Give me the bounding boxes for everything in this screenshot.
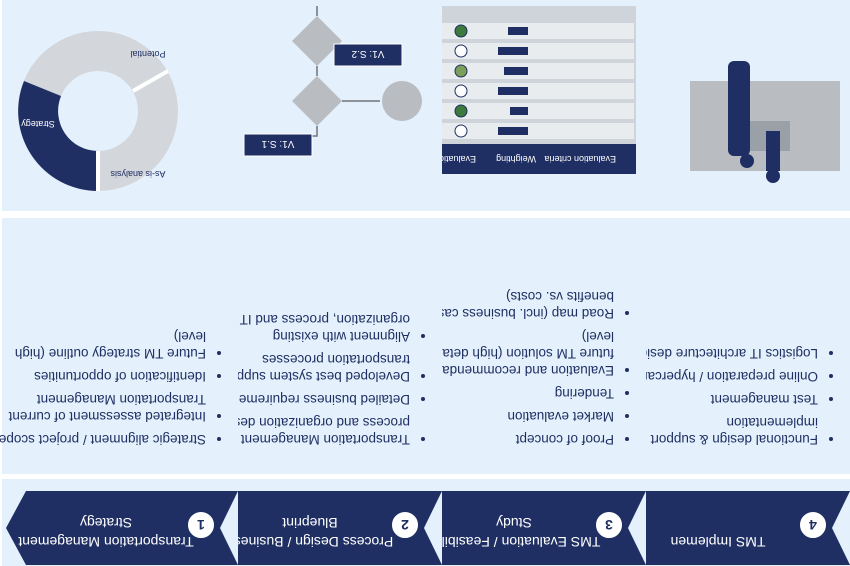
- matrix-footer-label: Weighting: [496, 154, 536, 164]
- process-box: [243, 133, 313, 157]
- bullet-item: Future TM strategy outline (high level): [0, 328, 206, 362]
- phase-column-1: 1 Transportation Management Strategy Str…: [0, 0, 238, 566]
- weight-bar: [498, 87, 528, 95]
- phase-banner: 2 Process Design / Business Blueprint: [210, 491, 460, 565]
- worker-icon: [728, 61, 750, 156]
- warehouse-graphic: [690, 61, 840, 183]
- phase-column-2: 2 Process Design / Business Blueprint Tr…: [201, 0, 442, 566]
- chevron-shape: [210, 491, 442, 565]
- decision-node: [292, 76, 342, 126]
- cycle-segment-active: [18, 81, 98, 191]
- harvey-ball-icon: [454, 124, 468, 138]
- cycle-divider: [132, 69, 169, 93]
- weight-bar: [508, 27, 528, 35]
- phase-banner: 1 Transportation Management Strategy: [6, 491, 256, 565]
- weight-bar: [504, 67, 528, 75]
- end-node: [382, 81, 422, 121]
- matrix-footer-label: Evaluation criteria: [544, 154, 616, 164]
- process-box: [333, 43, 403, 67]
- phase-banner: 4 TMS Implemen: [618, 491, 850, 565]
- forklift-icon: [766, 131, 780, 171]
- cycle-diagram: Strategy As-is analysis Potential: [18, 31, 178, 191]
- harvey-ball-icon: [454, 104, 468, 118]
- bullet-item: Integrated assessment of current Transpo…: [0, 391, 206, 425]
- phase-column-3: 3 TMS Evaluation / Feasibility Study Pro…: [405, 0, 646, 566]
- cycle-label: As-is analysis: [110, 169, 166, 179]
- flow-diagram: V1: S.2 V1: S.1: [243, 6, 422, 157]
- harvey-ball-icon: [454, 24, 468, 38]
- chevron-shape: [618, 491, 850, 565]
- chevron-shape: [414, 491, 646, 565]
- process-box-label: V1: S.1: [261, 138, 294, 149]
- phase-column-4: 4 TMS Implemen Functional design & suppo…: [614, 0, 850, 566]
- weight-bar: [498, 47, 528, 55]
- matrix-footer: [418, 144, 636, 174]
- bullet-item: Identification of opportunities: [0, 368, 206, 385]
- process-box-label: V1: S.2: [351, 48, 384, 59]
- wheel-icon: [740, 154, 754, 168]
- decision-node: [292, 16, 342, 66]
- harvey-ball-icon: [454, 64, 468, 78]
- cycle-label: Strategy: [21, 119, 55, 129]
- cycle-hole: [58, 71, 138, 151]
- weight-bar: [510, 107, 528, 115]
- harvey-ball-icon: [454, 84, 468, 98]
- chevron-shape: [6, 491, 238, 565]
- weight-bar: [498, 127, 528, 135]
- wheel-icon: [766, 169, 780, 183]
- matrix-footer-label: Evaluation results: [410, 154, 476, 164]
- phase-title: Transportation Management Strategy: [18, 515, 194, 550]
- cycle-label: Potential: [130, 49, 165, 59]
- bullet-list: Strategic alignment / project scope Inte…: [0, 322, 222, 448]
- evaluation-matrix: Evaluation criteria Weighting Evaluation…: [410, 6, 636, 174]
- matrix-rows: [420, 23, 634, 139]
- phase-banner: 3 TMS Evaluation / Feasibility Study: [414, 491, 664, 565]
- harvey-ball-icon: [454, 44, 468, 58]
- bullet-item: Strategic alignment / project scope: [0, 431, 206, 448]
